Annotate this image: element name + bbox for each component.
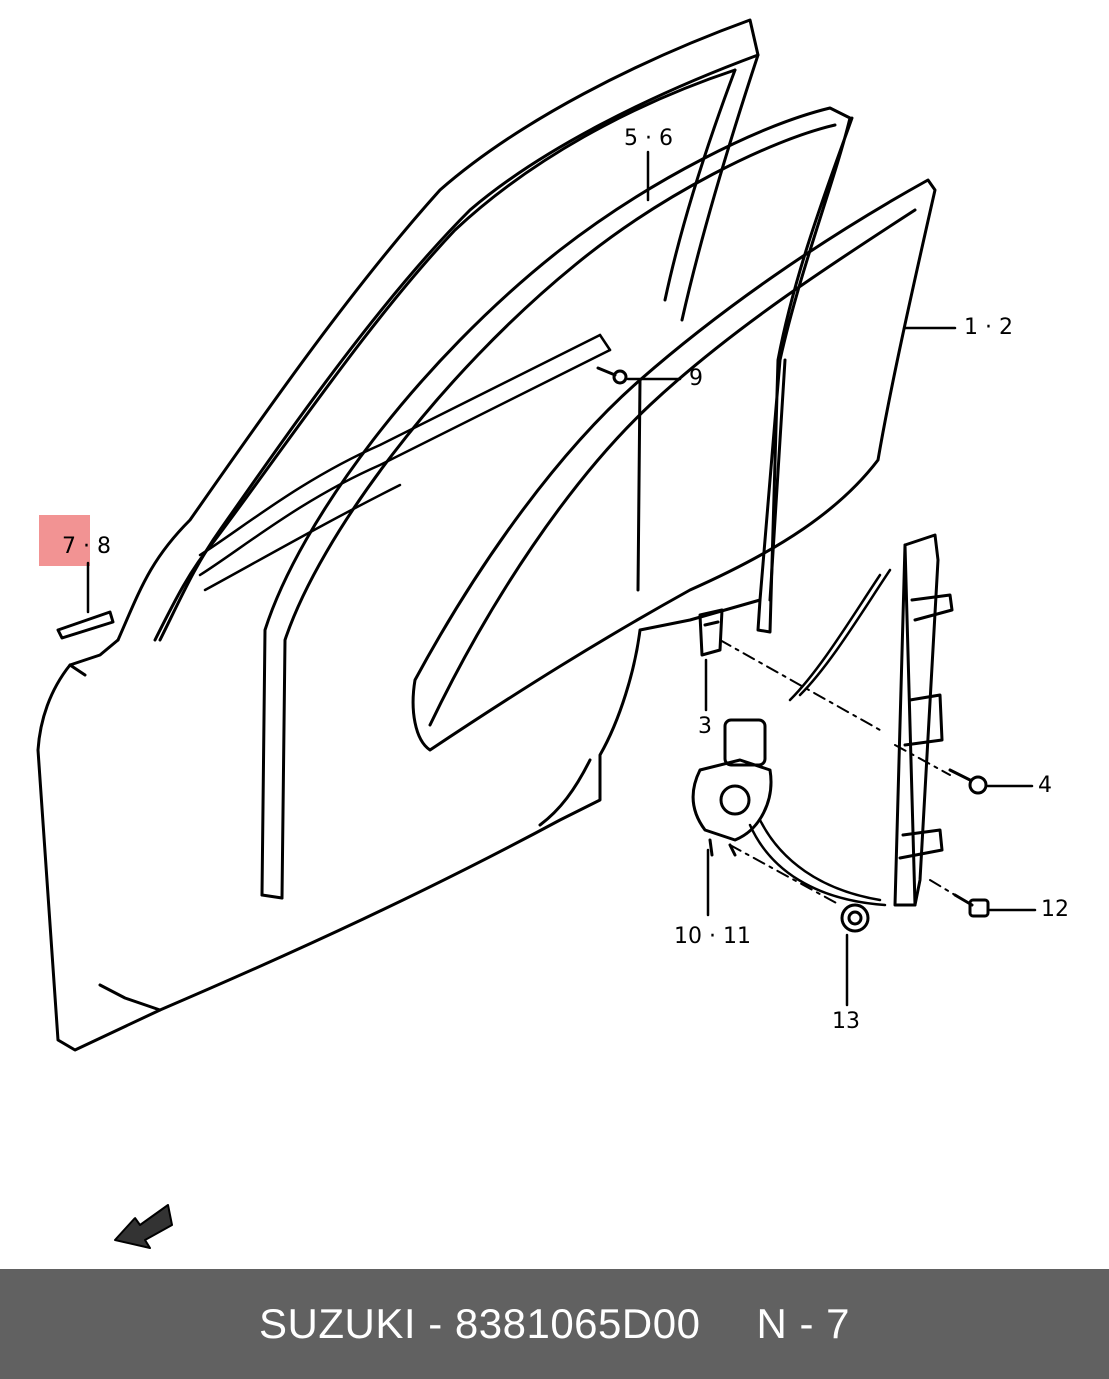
- clip-3: [698, 608, 724, 657]
- footer-brand: SUZUKI: [259, 1300, 417, 1347]
- footer-bar: SUZUKI - 8381065D00 N - 7: [0, 1269, 1109, 1379]
- weatherstrip-7-8: [56, 610, 115, 640]
- callout-10-11: 10 · 11: [674, 924, 751, 949]
- door-sash-frame: [116, 18, 760, 642]
- callout-5-6: 5 · 6: [624, 126, 673, 151]
- door-window-regulator-diagram: [36, 18, 1037, 1249]
- footer-page: N - 7: [756, 1300, 850, 1347]
- glass-run-channel: [260, 106, 854, 900]
- screw-9: [596, 366, 628, 385]
- callout-1-2: 1 · 2: [964, 315, 1013, 340]
- window-glass: [411, 178, 937, 752]
- fwd-arrow-icon: [114, 1204, 173, 1249]
- callout-3: 3: [698, 714, 712, 739]
- screw-4: [948, 768, 988, 795]
- callout-12: 12: [1041, 897, 1069, 922]
- callout-13: 13: [832, 1009, 860, 1034]
- alignment-lines: [719, 639, 956, 906]
- footer-part-number: 8381065D00: [454, 1300, 701, 1347]
- callout-7-8: 7 · 8: [62, 534, 111, 559]
- nut-13: [840, 903, 870, 933]
- regulator-rail: [893, 533, 954, 907]
- callout-4: 4: [1038, 773, 1052, 798]
- leader-lines: [86, 150, 1037, 1007]
- belt-molding: [198, 333, 612, 592]
- footer-dash: -: [428, 1300, 443, 1347]
- callout-9: 9: [689, 366, 703, 391]
- bolt-12: [953, 893, 990, 918]
- door-panel: [36, 598, 762, 1052]
- regulator-motor: [691, 718, 773, 857]
- regulator-cable: [748, 568, 892, 907]
- highlight-callout-7-8: [39, 515, 90, 566]
